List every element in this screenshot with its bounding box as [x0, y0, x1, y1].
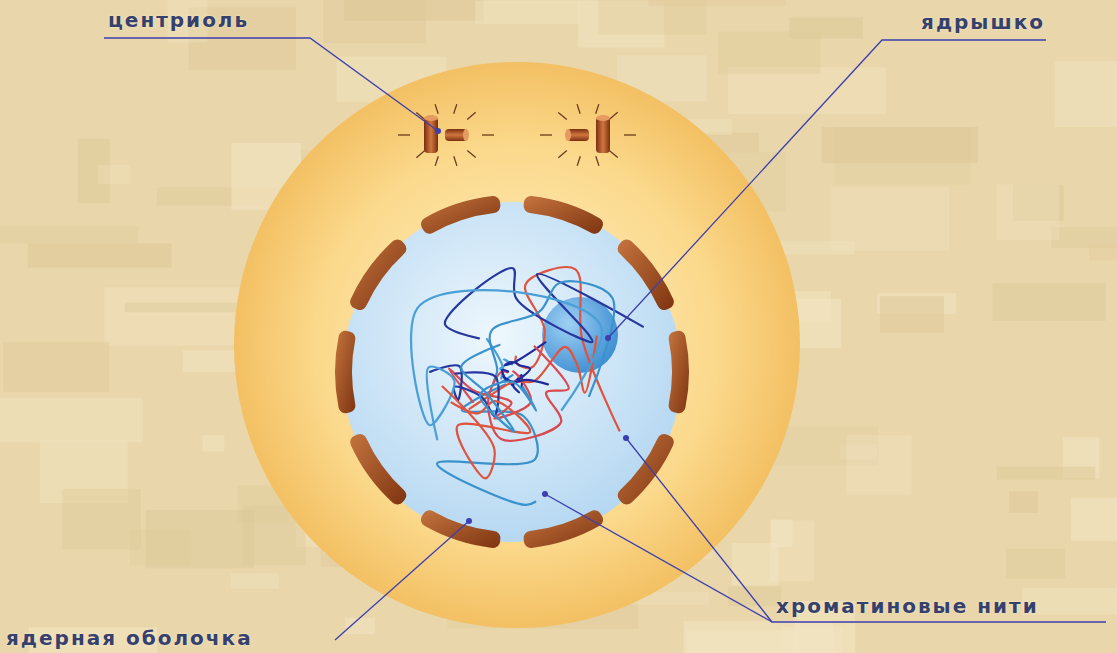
envelope-segment: [350, 434, 406, 505]
leader-dot: [605, 335, 611, 341]
texture-patch: [728, 67, 886, 114]
aster-ray: [398, 134, 410, 135]
texture-patch: [992, 283, 1105, 321]
aster-ray: [454, 156, 457, 166]
centriole-pair: [398, 104, 636, 166]
envelope-segment: [669, 331, 689, 414]
cell-cytoplasm: [234, 62, 800, 628]
part-label: ядерная оболочка: [6, 626, 253, 650]
texture-patch: [231, 573, 279, 588]
centriole-cylinder: [424, 117, 438, 153]
envelope-segment: [524, 510, 603, 548]
aster-ray: [596, 104, 599, 114]
texture-patch: [345, 618, 375, 634]
texture-patch: [344, 0, 483, 21]
aster-ray: [624, 134, 636, 135]
aster-ray: [416, 112, 425, 119]
texture-patch: [104, 287, 246, 346]
aster-ray: [454, 104, 457, 114]
aster-ray: [596, 156, 599, 166]
texture-patch: [146, 510, 255, 568]
texture-patch: [880, 296, 944, 332]
centriole-top: [463, 129, 469, 141]
part-label: ядрышко: [921, 10, 1045, 34]
nuclear-envelope: [335, 196, 689, 548]
part-label: хроматиновые нити: [776, 594, 1039, 618]
leader-line: [626, 438, 1106, 622]
leader-line: [335, 521, 469, 640]
leader-dot: [623, 435, 629, 441]
chromatin-thread: [411, 290, 602, 439]
part-label: центриоль: [108, 8, 249, 32]
aster-ray: [577, 104, 580, 114]
texture-patch: [98, 165, 131, 184]
aster-ray: [558, 112, 567, 119]
texture-patch: [1055, 61, 1117, 127]
texture-patch: [1006, 549, 1065, 579]
chromatin-thread: [505, 342, 545, 379]
aster-ray: [609, 151, 618, 158]
aster-ray: [416, 151, 424, 158]
leader-dot: [435, 128, 441, 134]
texture-patch: [835, 127, 971, 184]
nucleus: [342, 202, 682, 542]
leader-line: [608, 40, 1046, 338]
texture-patch: [125, 302, 253, 312]
aster-ray: [577, 156, 580, 166]
texture-patch: [202, 435, 224, 451]
chromatin-threads: [411, 267, 643, 505]
texture-patch: [831, 187, 949, 251]
centriole-top: [424, 115, 438, 121]
aster-ray: [435, 156, 438, 166]
leader-dot: [466, 518, 472, 524]
texture-patch: [718, 32, 821, 74]
chromatin-thread: [461, 345, 536, 432]
texture-patch: [728, 587, 781, 607]
envelope-segment: [421, 196, 500, 234]
texture-patch: [1009, 491, 1038, 513]
envelope-segment: [335, 331, 355, 414]
aster-ray: [540, 134, 552, 135]
aster-ray: [435, 104, 438, 114]
leader-dot: [542, 491, 548, 497]
texture-patch: [62, 489, 141, 550]
texture-patch: [28, 243, 172, 267]
centriole-cylinder: [596, 117, 610, 153]
texture-patch: [771, 520, 792, 547]
aster-ray: [558, 151, 566, 158]
aster-ray: [609, 112, 617, 119]
texture-patch: [1051, 227, 1117, 248]
aster-ray: [467, 112, 475, 119]
texture-patch: [0, 226, 138, 243]
texture-patch: [475, 0, 579, 24]
envelope-segment: [524, 196, 603, 234]
texture-patch: [996, 185, 1059, 241]
centriole-top: [596, 115, 610, 121]
texture-patch: [0, 398, 143, 443]
chromatin-thread: [442, 387, 530, 479]
leader-line: [104, 38, 438, 131]
envelope-segment: [618, 239, 674, 310]
aster-rays: [398, 104, 636, 166]
centriole-top: [565, 129, 571, 141]
texture-patch: [1071, 498, 1117, 541]
aster-ray: [467, 151, 476, 158]
leader-line: [545, 494, 772, 622]
envelope-segment: [618, 434, 674, 505]
texture-patch: [732, 543, 779, 585]
texture-patch: [997, 467, 1095, 480]
texture-patch: [683, 621, 832, 653]
aster-ray: [482, 134, 494, 135]
envelope-segment: [350, 239, 406, 310]
texture-patch: [846, 435, 911, 494]
envelope-segment: [421, 510, 500, 548]
texture-patch: [3, 342, 109, 392]
texture-patch: [598, 0, 706, 35]
